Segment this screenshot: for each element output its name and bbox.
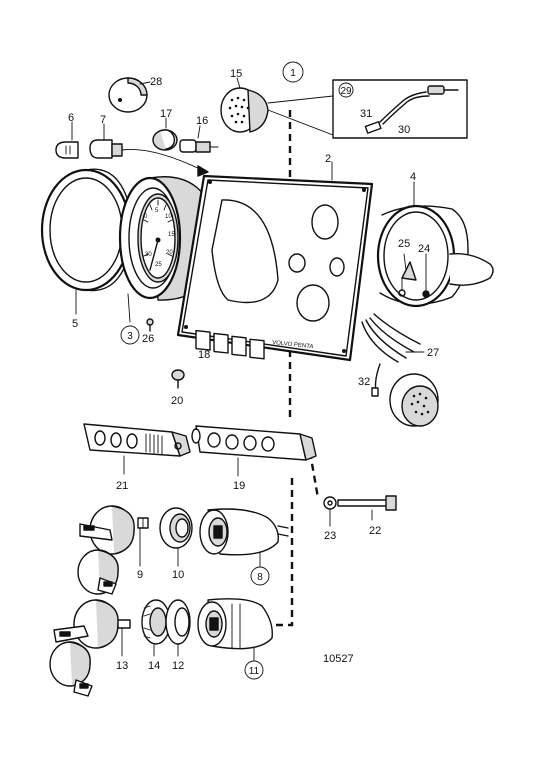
mounting-ring-part	[165, 599, 191, 645]
key-part	[79, 505, 135, 555]
callout-14: 14	[148, 660, 160, 672]
switch-housing-part	[197, 598, 273, 650]
key-part	[53, 599, 119, 649]
nut-ring-part	[159, 507, 193, 549]
callout-30: 30	[398, 124, 410, 136]
callout-4: 4	[410, 171, 416, 183]
gauge-scale-label: 15	[168, 232, 175, 238]
screw-part	[171, 369, 185, 389]
bolt-part	[337, 495, 397, 511]
callout-11: 11	[249, 666, 260, 677]
instrument-panel-part: VOLVO PENTA	[176, 174, 374, 362]
key-part	[77, 549, 119, 595]
callout-10: 10	[172, 569, 184, 581]
callout-7: 7	[100, 114, 106, 126]
housing-part	[376, 204, 494, 308]
bushing-part	[117, 619, 131, 629]
assembly-line-bracket	[308, 451, 320, 499]
callout-29: 29	[340, 86, 352, 97]
callout-16: 16	[196, 115, 208, 127]
callout-28: 28	[150, 76, 162, 88]
callout-20: 20	[171, 395, 183, 407]
switch-module-part	[191, 425, 317, 461]
callout-circle	[120, 325, 140, 345]
callout-31: 31	[360, 108, 372, 120]
callout-circle	[250, 566, 270, 586]
callout-25: 25	[398, 238, 410, 250]
callout-26: 26	[142, 333, 154, 345]
callout-1: 1	[290, 68, 296, 79]
key-part	[49, 641, 93, 697]
callout-circle	[338, 82, 354, 98]
callout-32: 32	[358, 376, 370, 388]
wiring-harness-part	[361, 313, 439, 427]
callout-circle	[244, 660, 264, 680]
threaded-nut-part	[141, 599, 171, 645]
callout-13: 13	[116, 660, 128, 672]
screw-part	[146, 318, 154, 332]
callout-6: 6	[68, 112, 74, 124]
bezel-ring-part	[40, 168, 135, 292]
callout-9: 9	[137, 569, 143, 581]
callout-2: 2	[325, 153, 331, 165]
washer-part	[323, 496, 337, 510]
bulb-holder-part	[89, 139, 209, 177]
gauge-scale-label: 0	[144, 214, 148, 220]
callout-23: 23	[324, 530, 336, 542]
callout-15: 15	[230, 68, 242, 80]
assembly-line-switches	[270, 478, 294, 627]
drawing-number: 10527	[323, 653, 354, 665]
ignition-switch-part	[199, 508, 289, 556]
callout-8: 8	[257, 572, 263, 583]
gauge-scale-label: 25	[155, 262, 162, 268]
callout-17: 17	[160, 108, 172, 120]
callout-12: 12	[172, 660, 184, 672]
bulb-socket-part	[152, 129, 178, 151]
bulb-part	[55, 141, 79, 159]
callout-24: 24	[418, 243, 430, 255]
panel-brand-text: VOLVO PENTA	[272, 340, 314, 350]
callout-3: 3	[127, 331, 133, 342]
callout-22: 22	[369, 525, 381, 537]
gauge-part: 0 5 10 15 20 25 30	[118, 176, 221, 301]
callout-18: 18	[198, 349, 210, 361]
inset-box-wiring	[332, 79, 468, 139]
callout-circle	[282, 61, 304, 83]
callout-19: 19	[233, 480, 245, 492]
gauge-scale-label: 10	[165, 214, 172, 220]
lamp-part	[179, 139, 219, 153]
gauge-scale-label: 30	[145, 252, 152, 258]
callout-27: 27	[427, 347, 439, 359]
callout-21: 21	[116, 480, 128, 492]
bushing-part	[137, 517, 149, 529]
connector-part	[220, 87, 269, 133]
cap-part	[108, 77, 148, 113]
callout-5: 5	[72, 318, 78, 330]
gauge-scale-label: 20	[166, 250, 173, 256]
switch-bracket-part	[83, 423, 191, 457]
gauge-scale-label: 5	[155, 208, 159, 214]
